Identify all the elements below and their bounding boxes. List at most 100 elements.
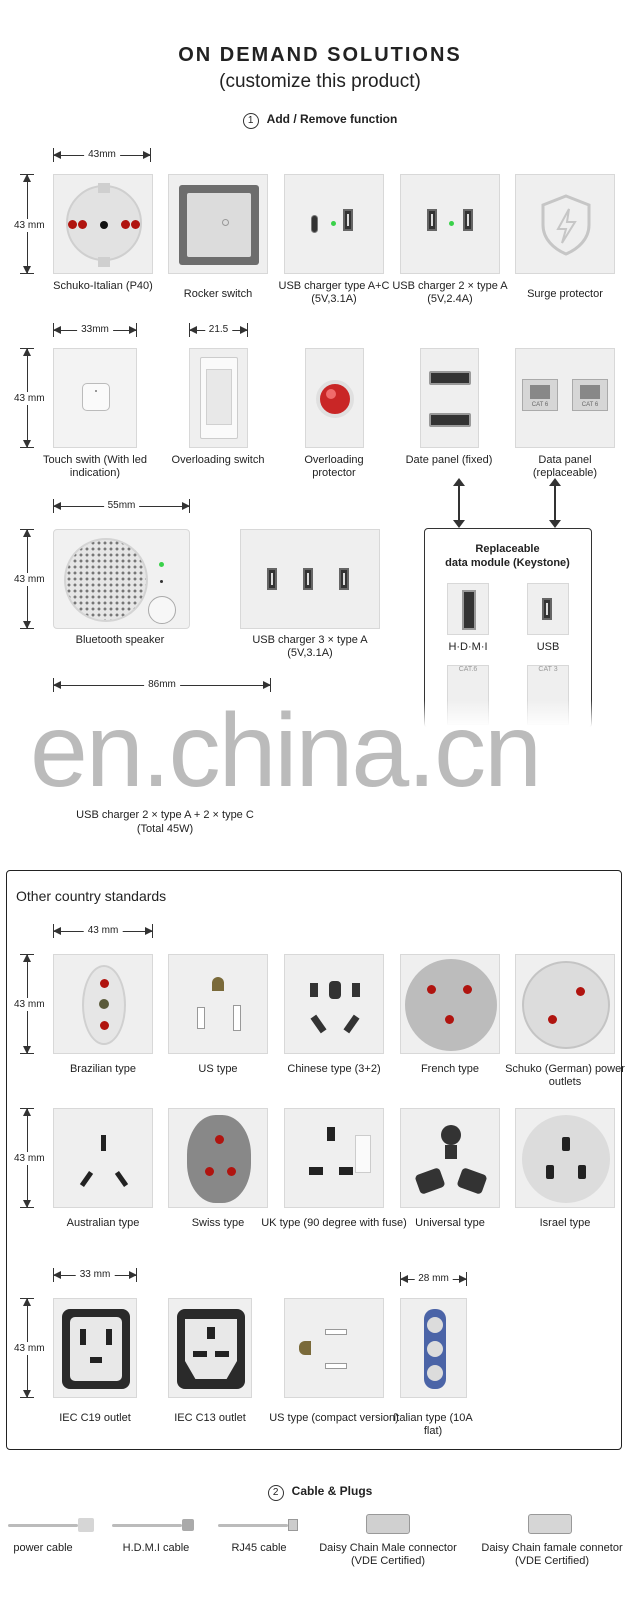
section-number: 1 bbox=[242, 113, 259, 129]
page-title: ON DEMAND SOLUTIONS bbox=[178, 44, 462, 66]
swiss-type-label: Swiss type bbox=[191, 1217, 245, 1229]
keystone-usb-tile bbox=[527, 583, 569, 635]
rj45-port-icon: CAT 6 bbox=[572, 379, 608, 411]
section-title: Cable & Plugs bbox=[291, 1484, 373, 1498]
usb-a-port-icon bbox=[339, 568, 349, 590]
hdmi-cable-label: H.D.M.I cable bbox=[122, 1542, 190, 1554]
uk-type-label: UK type (90 degree with fuse) bbox=[261, 1217, 407, 1229]
connector-arrow bbox=[554, 480, 556, 524]
width-dimension: 43 mm bbox=[53, 924, 153, 938]
us-type-tile bbox=[168, 954, 268, 1054]
arrow-down-icon bbox=[453, 520, 465, 528]
other-standards-title: Other country standards bbox=[16, 888, 167, 904]
usb-a-c-label: USB charger type A+C (5V,3.1A) bbox=[278, 280, 390, 305]
rj45-cable-icon bbox=[218, 1524, 288, 1527]
usb-3a-label: USB charger 3 × type A (5V,3.1A) bbox=[252, 634, 368, 659]
page-subtitle: (customize this product) bbox=[219, 71, 421, 92]
watermark-band bbox=[0, 700, 640, 790]
section-1-heading: 1 Add / Remove function bbox=[0, 112, 640, 129]
usb-a-port-icon bbox=[542, 598, 552, 620]
height-label: 43 mm bbox=[14, 1342, 45, 1355]
schuko-italian-label: Schuko-Italian (P40) bbox=[53, 280, 153, 292]
section-number: 2 bbox=[267, 1485, 284, 1501]
touch-switch-label: Touch swith (With led indication) bbox=[43, 454, 147, 479]
keystone-hdmi-tile bbox=[447, 583, 489, 635]
date-panel-label: Date panel (fixed) bbox=[405, 454, 493, 466]
overloading-protector-label: Overloading protector bbox=[304, 454, 364, 479]
overloading-protector-tile bbox=[305, 348, 364, 448]
italian-type-label: Italian type (10A flat) bbox=[393, 1412, 473, 1437]
surge-protector-label: Surge protector bbox=[527, 288, 603, 300]
data-panel-tile: CAT 6 CAT 6 bbox=[515, 348, 615, 448]
width-dimension: 43mm bbox=[53, 148, 151, 162]
us-type-label: US type bbox=[198, 1063, 238, 1075]
usb-c-port-icon bbox=[311, 215, 318, 233]
width-dimension: 33 mm bbox=[53, 1268, 137, 1282]
us-compact-tile bbox=[284, 1298, 384, 1398]
keystone-hdmi-label: H·D·M·I bbox=[448, 641, 488, 653]
universal-type-tile bbox=[400, 1108, 500, 1208]
schuko-german-tile bbox=[515, 954, 615, 1054]
usb-2a-tile bbox=[400, 174, 500, 274]
iec-c13-label: IEC C13 outlet bbox=[174, 1412, 246, 1424]
daisy-male-sublabel: (VDE Certified) bbox=[351, 1555, 425, 1567]
french-type-tile bbox=[400, 954, 500, 1054]
swiss-type-tile bbox=[168, 1108, 268, 1208]
usb-2a-label: USB charger 2 × type A (5V,2.4A) bbox=[392, 280, 508, 305]
universal-type-label: Universal type bbox=[415, 1217, 485, 1229]
australian-type-tile bbox=[53, 1108, 153, 1208]
power-cable-label: power cable bbox=[13, 1542, 73, 1554]
chinese-type-tile bbox=[284, 954, 384, 1054]
speaker-grille-icon bbox=[64, 538, 148, 622]
iec-c19-tile bbox=[53, 1298, 137, 1398]
schuko-italian-tile bbox=[53, 174, 153, 274]
overloading-switch-tile bbox=[189, 348, 248, 448]
iec-c13-tile bbox=[168, 1298, 252, 1398]
iec-c19-label: IEC C19 outlet bbox=[59, 1412, 131, 1424]
watermark: en.china.cn bbox=[30, 693, 542, 809]
rj45-port-icon: CAT 6 bbox=[522, 379, 558, 411]
rj45-cable-label: RJ45 cable bbox=[231, 1542, 287, 1554]
rocker-switch-tile bbox=[168, 174, 268, 274]
bluetooth-speaker-tile bbox=[53, 529, 190, 629]
uk-type-tile bbox=[284, 1108, 384, 1208]
date-panel-tile bbox=[420, 348, 479, 448]
usb-2a-2c-label: USB charger 2 × type A + 2 × type C bbox=[76, 809, 254, 821]
daisy-female-label: Daisy Chain famale connetor bbox=[481, 1542, 623, 1554]
height-label: 43 mm bbox=[14, 392, 45, 405]
usb-a-c-tile bbox=[284, 174, 384, 274]
daisy-male-label: Daisy Chain Male connector bbox=[319, 1542, 457, 1554]
arrow-down-icon bbox=[549, 520, 561, 528]
daisy-chain-female-icon bbox=[528, 1514, 572, 1534]
hdmi-port-icon bbox=[429, 413, 471, 427]
daisy-chain-male-icon bbox=[366, 1514, 410, 1534]
shield-lightning-icon bbox=[541, 194, 591, 256]
usb-a-port-icon bbox=[343, 209, 353, 231]
brazilian-type-tile bbox=[53, 954, 153, 1054]
power-cable-icon bbox=[8, 1524, 78, 1527]
italian-type-tile bbox=[400, 1298, 467, 1398]
touch-switch-tile bbox=[53, 348, 137, 448]
usb-a-port-icon bbox=[303, 568, 313, 590]
us-compact-label: US type (compact version) bbox=[269, 1412, 399, 1424]
australian-type-label: Australian type bbox=[66, 1217, 140, 1229]
arrow-up-icon bbox=[549, 478, 561, 486]
bluetooth-speaker-label: Bluetooth speaker bbox=[75, 634, 165, 646]
height-label: 43 mm bbox=[14, 1152, 45, 1165]
brazilian-type-label: Brazilian type bbox=[69, 1063, 137, 1075]
width-dimension: 33mm bbox=[53, 323, 137, 337]
width-dimension: 55mm bbox=[53, 499, 190, 513]
width-dimension: 28 mm bbox=[400, 1272, 467, 1286]
hdmi-port-icon bbox=[429, 371, 471, 385]
keystone-title-1: Replaceable bbox=[475, 543, 540, 555]
schuko-german-label: Schuko (German) power outlets bbox=[505, 1063, 625, 1088]
chinese-type-label: Chinese type (3+2) bbox=[287, 1063, 381, 1075]
french-type-label: French type bbox=[420, 1063, 480, 1075]
usb-3a-tile bbox=[240, 529, 380, 629]
keystone-module-box: Replaceable data module (Keystone) H·D·M… bbox=[424, 528, 592, 728]
data-panel-label: Data panel (replaceable) bbox=[532, 454, 598, 479]
section-title: Add / Remove function bbox=[266, 112, 398, 126]
usb-a-port-icon bbox=[267, 568, 277, 590]
height-label: 43 mm bbox=[14, 573, 45, 586]
width-dimension: 86mm bbox=[53, 678, 271, 692]
